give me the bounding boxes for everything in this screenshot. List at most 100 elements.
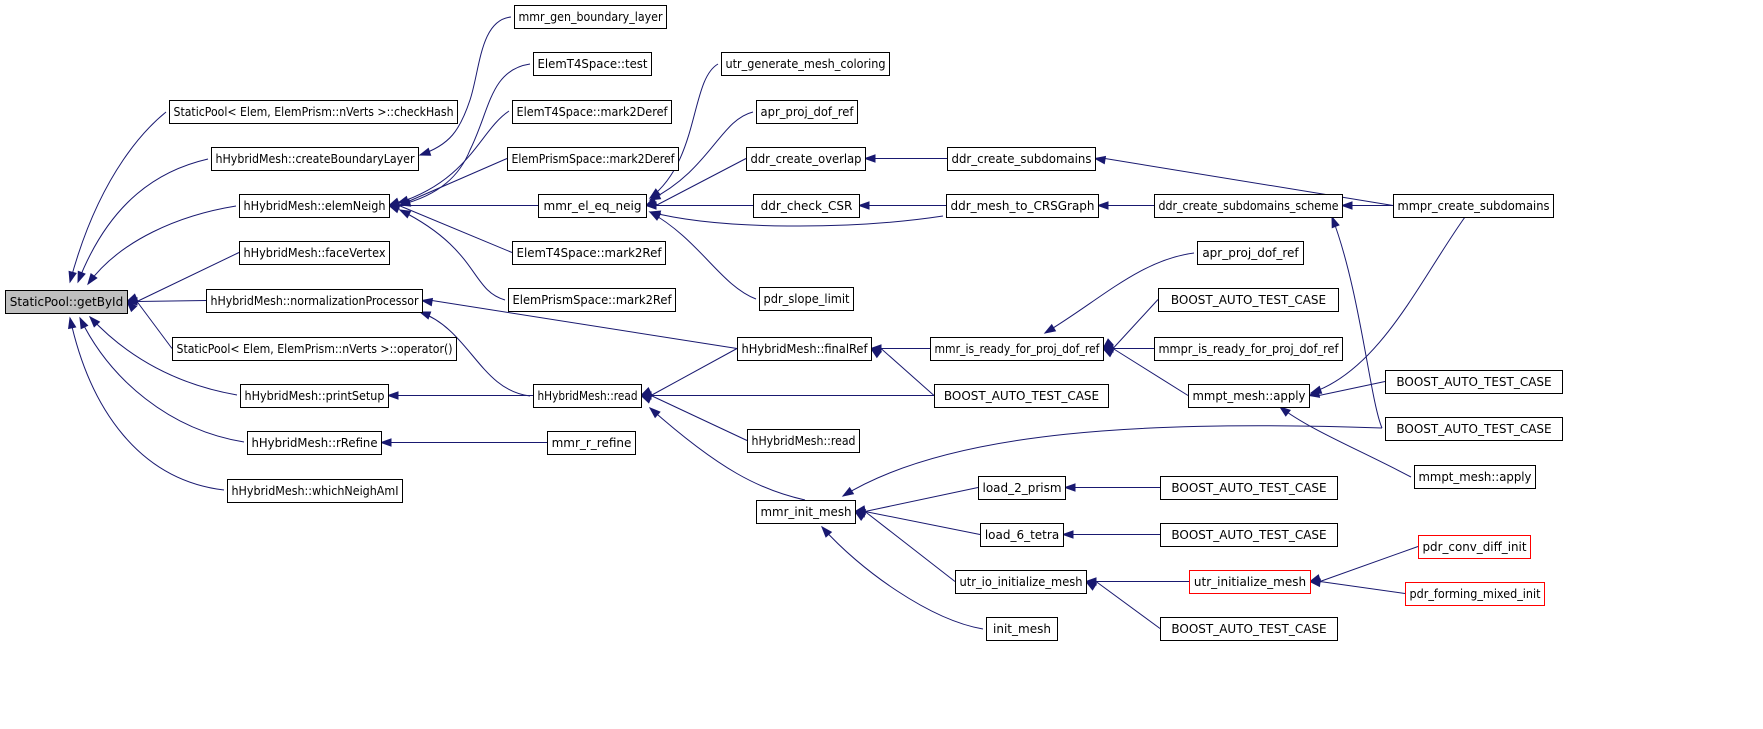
node-n45[interactable]: BOOST_AUTO_TEST_CASE xyxy=(1385,370,1563,394)
node-n47[interactable]: mmpt_mesh::apply xyxy=(1414,465,1536,489)
node-n10[interactable]: mmr_gen_boundary_layer xyxy=(514,5,667,29)
node-n46[interactable]: BOOST_AUTO_TEST_CASE xyxy=(1385,417,1563,441)
node-box xyxy=(514,5,667,29)
arrowhead-n33-n43 xyxy=(1084,580,1098,591)
node-n48[interactable]: pdr_conv_diff_init xyxy=(1418,535,1531,559)
node-n2[interactable]: hHybridMesh::createBoundaryLayer xyxy=(211,147,419,171)
node-n17[interactable]: hHybridMesh::read xyxy=(533,384,642,408)
node-label: mmr_gen_boundary_layer xyxy=(519,10,663,24)
node-n12[interactable]: ElemT4Space::mark2Deref xyxy=(512,100,672,124)
node-n27[interactable]: ddr_create_subdomains xyxy=(947,147,1096,171)
node-n11[interactable]: ElemT4Space::test xyxy=(533,52,652,76)
node-n40[interactable]: BOOST_AUTO_TEST_CASE xyxy=(1160,476,1338,500)
edge-n5-n17 xyxy=(419,311,531,397)
arrowhead-n26-n46 xyxy=(841,486,855,497)
node-box xyxy=(247,431,382,455)
node-n24[interactable]: hHybridMesh::finalRef xyxy=(737,337,872,361)
arrowhead-n17-n30 xyxy=(639,391,652,400)
node-n30[interactable]: BOOST_AUTO_TEST_CASE xyxy=(934,384,1109,408)
node-box xyxy=(1160,476,1338,500)
node-n18[interactable]: mmr_r_refine xyxy=(547,431,636,455)
node-n3[interactable]: hHybridMesh::elemNeigh xyxy=(239,194,390,218)
node-n21[interactable]: ddr_create_overlap xyxy=(746,147,866,171)
node-box xyxy=(955,570,1087,594)
node-n38[interactable]: mmpr_is_ready_for_proj_dof_ref xyxy=(1154,337,1343,361)
node-box xyxy=(538,194,647,218)
node-n14[interactable]: mmr_el_eq_neig xyxy=(538,194,647,218)
node-n1[interactable]: StaticPool< Elem, ElemPrism::nVerts >::c… xyxy=(169,100,458,124)
arrowhead-n14-n20 xyxy=(648,191,662,201)
node-n41[interactable]: BOOST_AUTO_TEST_CASE xyxy=(1160,523,1338,547)
node-label: mmr_is_ready_for_proj_dof_ref xyxy=(935,342,1101,356)
node-label: mmpr_create_subdomains xyxy=(1398,199,1550,213)
node-label: StaticPool::getById xyxy=(10,295,123,309)
node-n28[interactable]: ddr_mesh_to_CRSGraph xyxy=(946,194,1099,218)
node-box xyxy=(1158,288,1339,312)
node-n6[interactable]: StaticPool< Elem, ElemPrism::nVerts >::o… xyxy=(172,337,457,361)
node-label: pdr_forming_mixed_init xyxy=(1410,587,1541,601)
arrowhead-n22-n28 xyxy=(857,201,870,210)
node-n26[interactable]: mmr_init_mesh xyxy=(756,500,856,524)
node-label: ElemT4Space::test xyxy=(538,57,648,71)
node-n35[interactable]: ddr_create_subdomains_scheme xyxy=(1154,194,1343,218)
node-n16[interactable]: ElemPrismSpace::mark2Ref xyxy=(508,288,676,312)
node-n22[interactable]: ddr_check_CSR xyxy=(753,194,860,218)
edge-n14-n20 xyxy=(649,111,754,201)
node-n32[interactable]: load_6_tetra xyxy=(980,523,1064,547)
arrowhead-n27-n44 xyxy=(1093,155,1107,165)
node-box xyxy=(211,147,419,171)
node-label: utr_io_initialize_mesh xyxy=(960,575,1083,589)
node-box xyxy=(980,523,1064,547)
node-n31[interactable]: load_2_prism xyxy=(978,476,1066,500)
edge-n17-n26 xyxy=(649,407,806,501)
node-n5[interactable]: hHybridMesh::normalizationProcessor xyxy=(206,289,423,313)
arrowhead-n0-n5 xyxy=(125,297,138,306)
node-n44[interactable]: mmpr_create_subdomains xyxy=(1393,194,1554,218)
node-n13[interactable]: ElemPrismSpace::mark2Deref xyxy=(507,147,679,171)
node-box xyxy=(1197,241,1304,265)
node-n37[interactable]: BOOST_AUTO_TEST_CASE xyxy=(1158,288,1339,312)
node-n15[interactable]: ElemT4Space::mark2Ref xyxy=(512,241,666,265)
arrowhead-n0-n6 xyxy=(125,300,138,313)
node-n33[interactable]: utr_io_initialize_mesh xyxy=(955,570,1087,594)
node-label: init_mesh xyxy=(993,622,1051,636)
node-label: hHybridMesh::whichNeighAmI xyxy=(232,484,399,498)
arrowhead-n29-n36 xyxy=(1043,323,1057,334)
node-n23[interactable]: pdr_slope_limit xyxy=(759,287,854,311)
node-box xyxy=(5,290,128,314)
node-n20[interactable]: apr_proj_dof_ref xyxy=(756,100,858,124)
node-box xyxy=(1418,535,1531,559)
node-n36[interactable]: apr_proj_dof_ref xyxy=(1197,241,1304,265)
edge-n0-n9 xyxy=(69,317,225,491)
arrowhead-n0-n7 xyxy=(88,315,101,328)
node-n9[interactable]: hHybridMesh::whichNeighAmI xyxy=(227,479,403,503)
node-box xyxy=(1188,384,1310,408)
node-n29[interactable]: mmr_is_ready_for_proj_dof_ref xyxy=(930,337,1104,361)
node-n4[interactable]: hHybridMesh::faceVertex xyxy=(239,241,390,265)
node-n49[interactable]: pdr_forming_mixed_init xyxy=(1405,582,1545,606)
node-label: ElemPrismSpace::mark2Ref xyxy=(513,293,673,307)
node-n42[interactable]: utr_initialize_mesh xyxy=(1189,570,1311,594)
node-label: hHybridMesh::printSetup xyxy=(245,389,385,403)
node-label: mmpt_mesh::apply xyxy=(1193,389,1306,403)
node-label: hHybridMesh::createBoundaryLayer xyxy=(216,152,415,166)
edge-layer xyxy=(68,16,1466,630)
node-n34[interactable]: init_mesh xyxy=(986,617,1058,641)
arrowhead-n3-n16 xyxy=(398,209,412,219)
node-n7[interactable]: hHybridMesh::printSetup xyxy=(240,384,389,408)
node-n25[interactable]: hHybridMesh::read xyxy=(747,429,860,453)
node-box xyxy=(759,287,854,311)
node-label: utr_generate_mesh_coloring xyxy=(726,57,886,71)
node-n19[interactable]: utr_generate_mesh_coloring xyxy=(721,52,890,76)
edge-n26-n33 xyxy=(864,511,956,582)
node-n43[interactable]: BOOST_AUTO_TEST_CASE xyxy=(1160,617,1338,641)
node-n39[interactable]: mmpt_mesh::apply xyxy=(1188,384,1310,408)
node-label: apr_proj_dof_ref xyxy=(761,105,855,119)
node-label: BOOST_AUTO_TEST_CASE xyxy=(1171,528,1326,542)
node-n0[interactable]: StaticPool::getById xyxy=(5,290,128,314)
node-box xyxy=(1405,582,1545,606)
node-n8[interactable]: hHybridMesh::rRefine xyxy=(247,431,382,455)
arrowhead-n28-n35 xyxy=(1096,201,1109,210)
node-label: StaticPool< Elem, ElemPrism::nVerts >::c… xyxy=(174,105,454,119)
